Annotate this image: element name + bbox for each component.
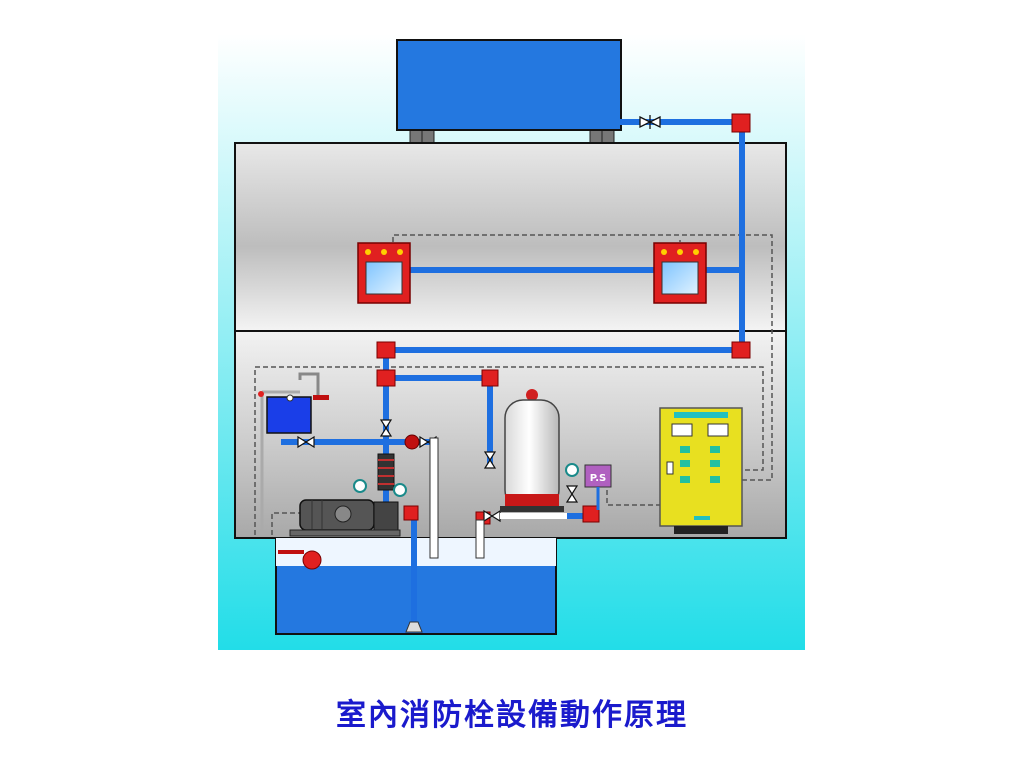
foot-valve-icon xyxy=(405,621,423,633)
flexible-joint xyxy=(377,453,395,491)
pipe-elbows xyxy=(376,113,751,525)
control-panel xyxy=(659,407,743,534)
pressure-switch-icon: P.S xyxy=(584,464,612,510)
hydrant-cabinet-right xyxy=(653,242,707,304)
roof-water-tank xyxy=(396,39,622,145)
valve-icon xyxy=(297,419,579,523)
test-drain-pipe xyxy=(429,437,567,559)
valve-icon xyxy=(639,115,661,129)
diagram-caption: 室內消防栓設備動作原理 xyxy=(336,698,688,733)
hydrant-cabinet-left xyxy=(357,242,411,304)
pressure-gauge-icon xyxy=(353,463,579,497)
float-valve-icon xyxy=(278,550,322,570)
pressure-tank xyxy=(500,389,564,512)
signal-wiring xyxy=(254,234,773,535)
float-valve-icon xyxy=(258,391,294,402)
pressure-switch-label: P.S xyxy=(590,473,607,484)
priming-tank xyxy=(260,372,329,535)
pump-motor-icon xyxy=(289,499,401,537)
check-valve xyxy=(404,434,420,450)
